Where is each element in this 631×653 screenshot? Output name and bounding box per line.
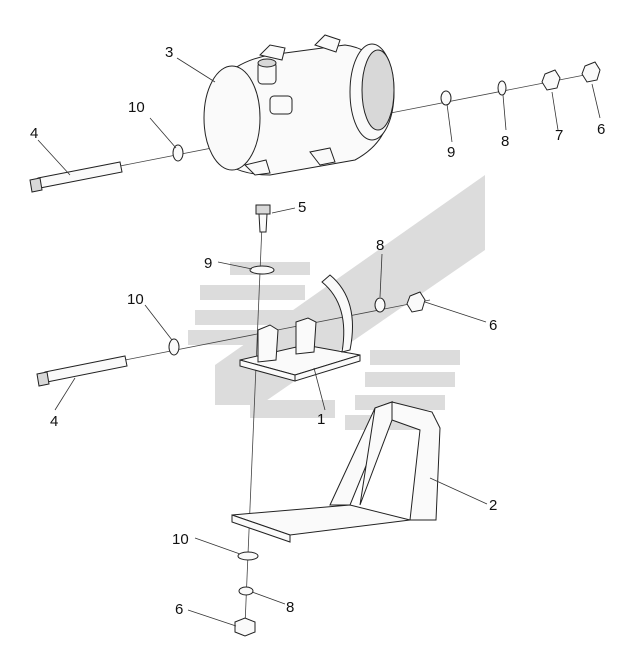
bolt-upper bbox=[29, 161, 123, 193]
callout-2: 2 bbox=[489, 497, 497, 514]
castle-nut bbox=[541, 69, 561, 91]
washer-flat-bracket bbox=[249, 265, 275, 275]
leader-lines bbox=[37, 57, 601, 627]
callout-9-bracket: 9 bbox=[204, 255, 212, 272]
bolt-lower bbox=[36, 355, 128, 387]
callout-6-lower: 6 bbox=[175, 601, 183, 618]
nut-bracket bbox=[406, 291, 426, 313]
washer-flat-upper bbox=[440, 90, 452, 106]
lock-washer-upper bbox=[497, 80, 507, 96]
short-bolt bbox=[255, 204, 271, 233]
callout-6-upper: 6 bbox=[597, 121, 605, 138]
callout-4-lower: 4 bbox=[50, 413, 58, 430]
callout-9-upper: 9 bbox=[447, 144, 455, 161]
callout-10-middle: 10 bbox=[127, 291, 144, 308]
callout-4-upper: 4 bbox=[30, 125, 38, 142]
callout-6-bracket: 6 bbox=[489, 317, 497, 334]
support-bracket bbox=[231, 401, 441, 543]
mounting-bracket bbox=[239, 274, 361, 382]
callout-8-lower: 8 bbox=[286, 599, 294, 616]
watermark bbox=[188, 175, 485, 430]
callout-10-upper: 10 bbox=[128, 99, 145, 116]
lock-washer-lower bbox=[238, 586, 254, 596]
nut-upper bbox=[581, 61, 601, 83]
callout-8-bracket: 8 bbox=[376, 237, 384, 254]
lock-washer-bracket bbox=[374, 297, 386, 313]
callout-3: 3 bbox=[165, 44, 173, 61]
callout-5: 5 bbox=[298, 199, 306, 216]
nut-lower bbox=[234, 617, 256, 637]
callout-7: 7 bbox=[555, 127, 563, 144]
washer-upper-left bbox=[172, 144, 184, 162]
callout-1: 1 bbox=[317, 411, 325, 428]
compressor bbox=[203, 34, 395, 176]
callout-8-upper: 8 bbox=[501, 133, 509, 150]
washer-lower-left bbox=[168, 338, 180, 356]
washer-lower-stack bbox=[237, 551, 259, 561]
callout-10-lower: 10 bbox=[172, 531, 189, 548]
callouts: 3 4 10 9 8 7 6 5 9 8 10 6 4 1 2 10 8 6 bbox=[30, 44, 605, 618]
